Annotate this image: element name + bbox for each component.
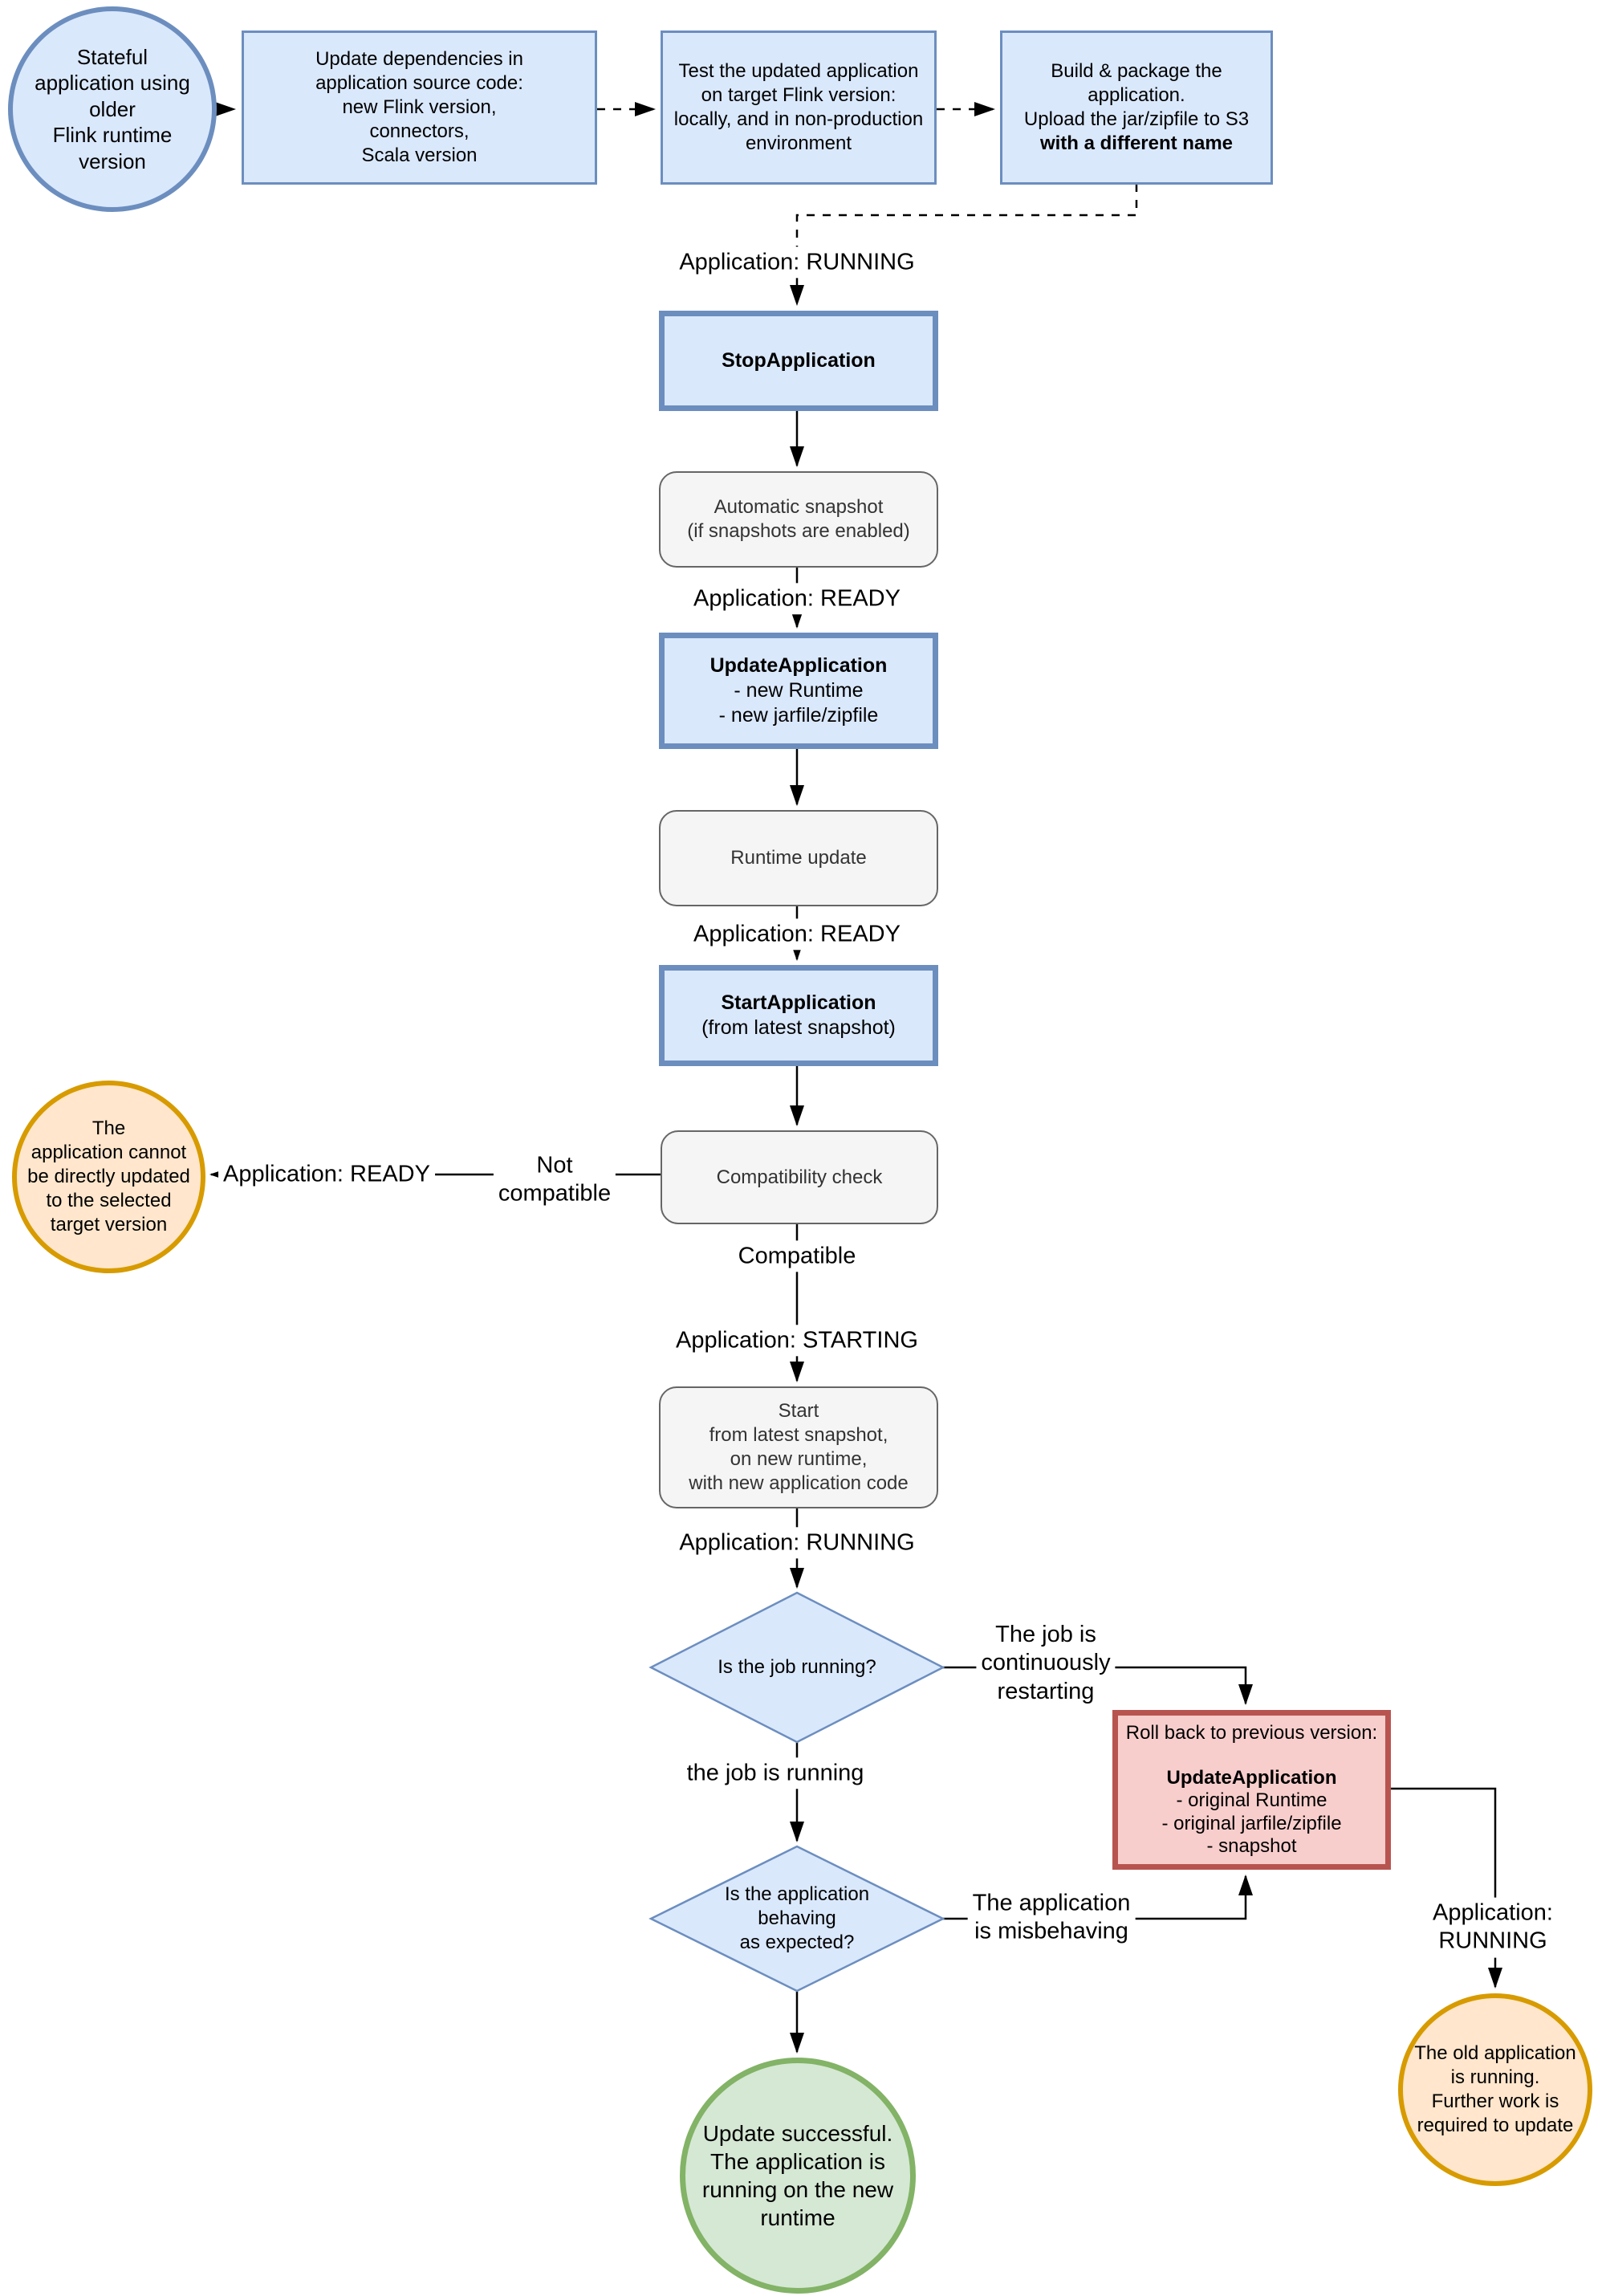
is-app-behaving-label: Is the application behaving as expected? [724,1883,870,1953]
label-app-misbehaving: The application is misbehaving [967,1887,1136,1948]
update-successful-node: Update successful. The application is ru… [680,2058,916,2294]
label-app-ready-2: Application: READY [689,918,905,951]
rollback-title-line: Roll back to previous version: [1125,1721,1378,1744]
start-application-title: StartApplication [721,991,876,1014]
start-application-box: StartApplication (from latest snapshot) [659,965,938,1066]
update-application-text: - new Runtime - new jarfile/zipfile [718,678,879,727]
decision-is-job-running [648,1591,945,1744]
build-package-box: Build & package the application. Upload … [1000,31,1273,185]
old-app-running-node: The old application is running. Further … [1398,1993,1592,2186]
label-app-running-3: Application: RUNNING [1428,1897,1558,1958]
update-application-title: UpdateApplication [709,653,888,677]
rollback-box: Roll back to previous version: UpdateApp… [1112,1710,1391,1870]
is-job-running-label: Is the job running? [718,1656,876,1678]
start-from-snapshot-box: Start from latest snapshot, on new runti… [659,1386,938,1508]
stop-application-title: StopApplication [722,348,876,372]
label-app-ready-1: Application: READY [689,583,905,615]
automatic-snapshot-box: Automatic snapshot (if snapshots are ena… [659,471,938,568]
start-application-text: (from latest snapshot) [701,1016,896,1039]
cannot-update-node: The application cannot be directly updat… [12,1081,205,1273]
decision-is-app-behaving [648,1845,945,1993]
update-dependencies-box: Update dependencies in application sourc… [242,31,597,185]
label-app-ready-left: Application: READY [218,1158,435,1191]
rollback-command: UpdateApplication [1166,1767,1337,1789]
label-app-running-1: Application: RUNNING [674,246,920,279]
build-package-bold-text: with a different name [1039,132,1234,154]
label-not-compatible: Not compatible [493,1150,616,1211]
label-app-running-2: Application: RUNNING [674,1527,920,1559]
start-node: Stateful application using older Flink r… [8,6,217,212]
label-job-is-running: the job is running [681,1757,869,1789]
label-job-restarting: The job is continuously restarting [976,1618,1116,1708]
label-compatible: Compatible [733,1240,861,1272]
edge-build-to-stop [790,184,1138,306]
update-application-box: UpdateApplication - new Runtime - new ja… [659,633,938,749]
rollback-text: - original Runtime - original jarfile/zi… [1161,1789,1342,1857]
stop-application-box: StopApplication [659,311,938,411]
runtime-update-box: Runtime update [659,810,938,906]
test-application-box: Test the updated application on target F… [661,31,937,185]
label-app-starting: Application: STARTING [671,1325,923,1357]
build-package-text: Build & package the application. Upload … [1023,60,1250,130]
compatibility-check-box: Compatibility check [661,1130,938,1224]
